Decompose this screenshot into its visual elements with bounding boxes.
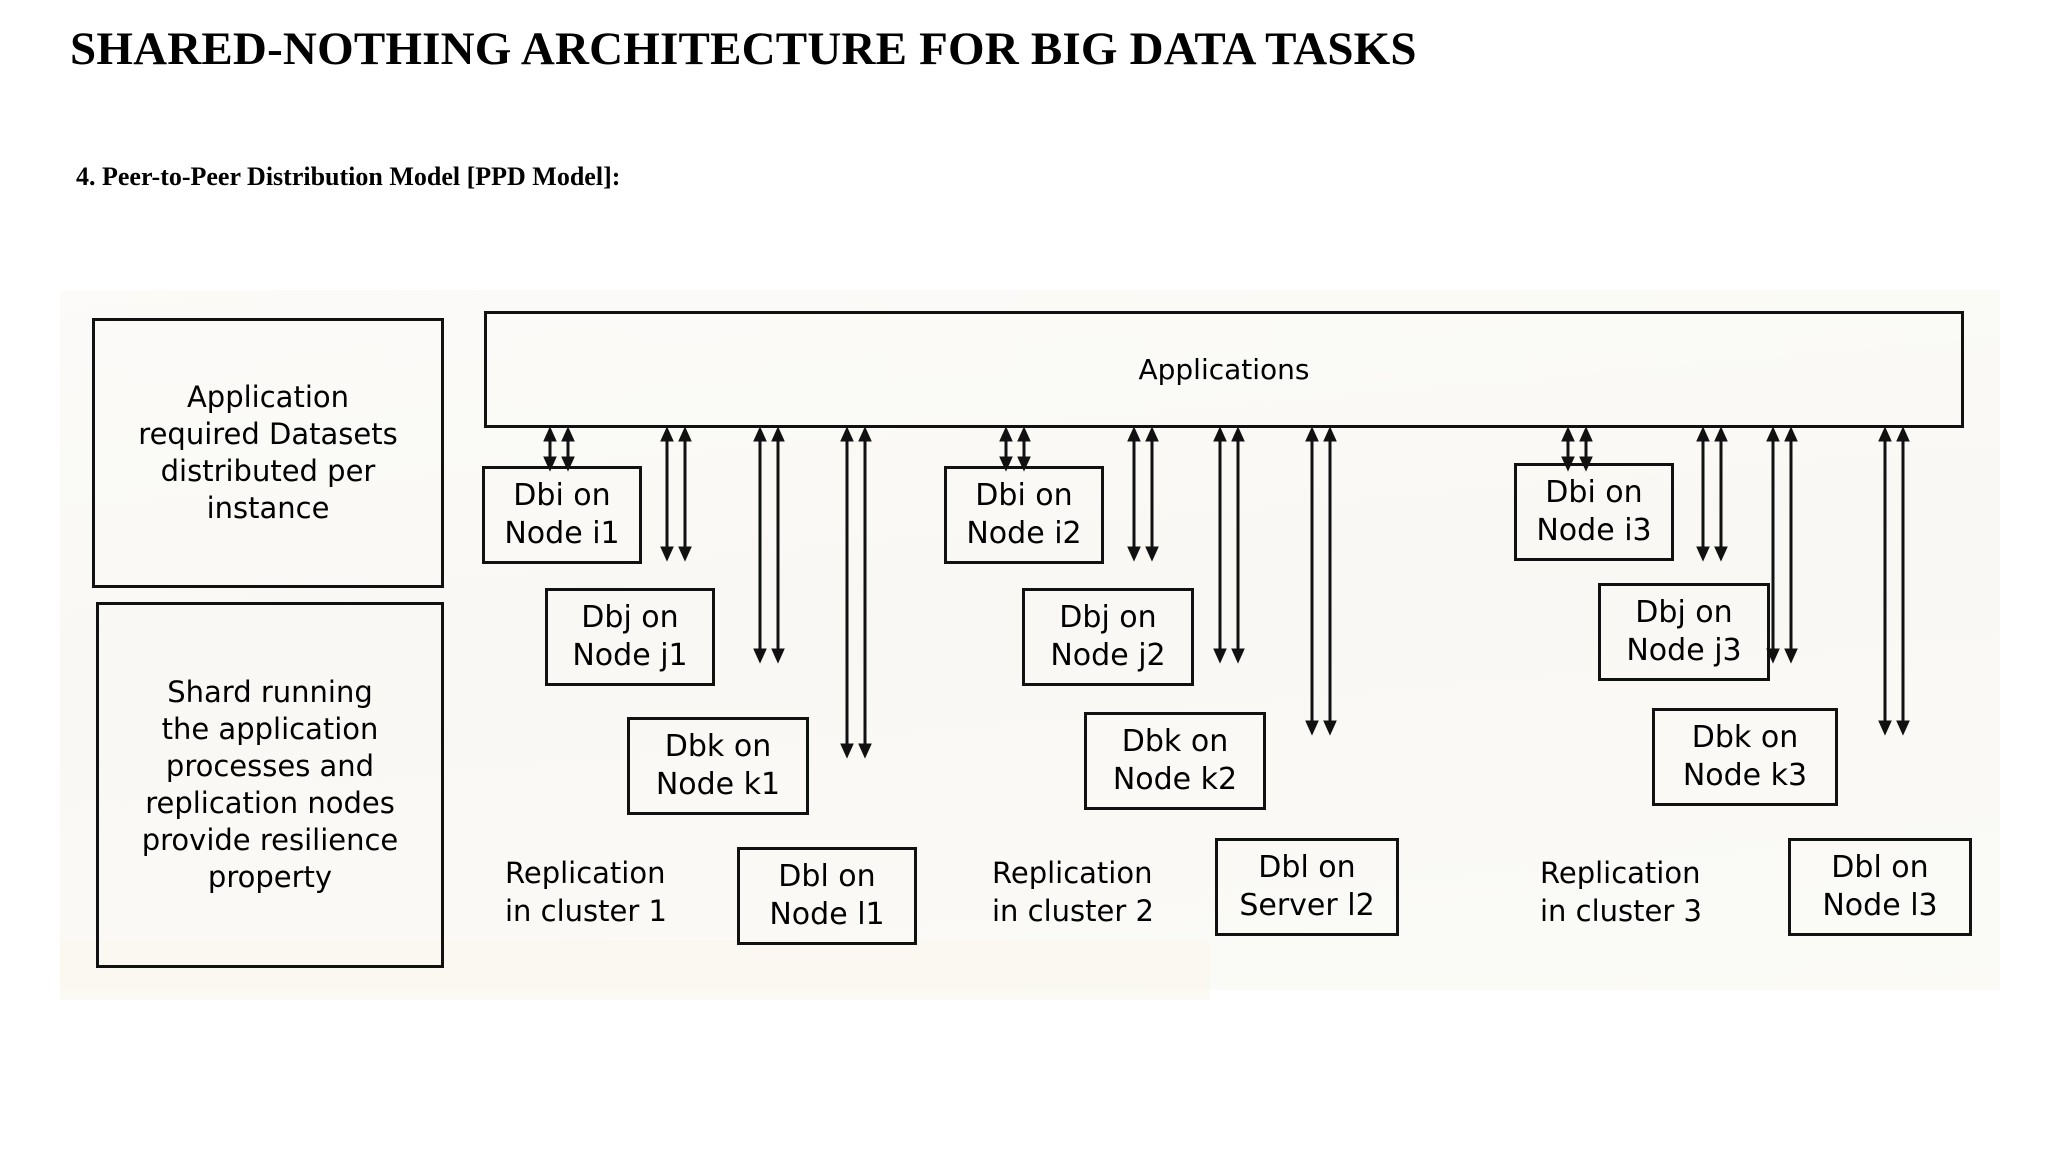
legend-line: replication nodes <box>145 786 395 820</box>
node-box-dbj-node-j2: Dbj on Node j2 <box>1022 588 1194 686</box>
arrow-pair-c2-node-i2 <box>999 426 1033 472</box>
legend-box-shard-resilience: Shard running the application processes … <box>96 602 444 968</box>
node-box-line1: Dbl on <box>1258 849 1356 885</box>
legend-line: required Datasets <box>138 416 398 451</box>
node-box-line2: Node j1 <box>572 638 688 673</box>
node-box-line2: Node k1 <box>655 767 781 802</box>
legend-line: instance <box>206 491 330 526</box>
arrow-pair-c1-node-k1 <box>753 426 787 664</box>
node-box-dbi-node-i2: Dbi on Node i2 <box>944 466 1104 564</box>
node-box-line1: Dbk on <box>1121 723 1229 759</box>
arrow-pair-c2-node-l2 <box>1305 426 1339 736</box>
node-box-line2: Node l3 <box>1822 888 1938 923</box>
node-box-line2: Node i3 <box>1536 513 1652 548</box>
legend-line: processes and <box>165 748 375 783</box>
node-box-line2: Node j2 <box>1050 638 1166 673</box>
arrow-pair-c1-node-l1 <box>840 426 874 759</box>
node-box-line1: Dbi on <box>1545 474 1643 510</box>
node-box-line2: Node k3 <box>1682 758 1808 793</box>
node-box-dbi-node-i3: Dbi on Node i3 <box>1514 463 1674 561</box>
arrow-pair-c3-node-k3 <box>1766 426 1800 664</box>
node-box-line1: Dbi on <box>513 477 611 513</box>
node-box-line1: Dbj on <box>581 599 679 635</box>
arrow-pair-c1-node-i1 <box>543 426 577 472</box>
node-box-dbl-server-l2: Dbl on Server l2 <box>1215 838 1399 936</box>
node-box-dbl-node-l3: Dbl on Node l3 <box>1788 838 1972 936</box>
section-subtitle: 4. Peer-to-Peer Distribution Model [PPD … <box>76 162 621 191</box>
node-box-line1: Dbj on <box>1059 599 1157 635</box>
node-box-line1: Dbi on <box>975 477 1073 513</box>
legend-line: property <box>207 860 333 895</box>
node-box-dbk-node-k3: Dbk on Node k3 <box>1652 708 1838 806</box>
cluster-label-1: Replication in cluster 1 <box>505 855 667 930</box>
cluster-label-2: Replication in cluster 2 <box>992 855 1154 930</box>
arrow-pair-c3-node-j3 <box>1696 426 1730 562</box>
arrow-pair-c1-node-j1 <box>660 426 694 562</box>
node-box-dbj-node-j3: Dbj on Node j3 <box>1598 583 1770 681</box>
node-box-line2: Node k2 <box>1112 762 1238 797</box>
applications-bar: Applications <box>484 311 1964 428</box>
cluster-label-line: in cluster 3 <box>1540 893 1702 928</box>
legend-line: Application <box>186 379 350 414</box>
cluster-label-3: Replication in cluster 3 <box>1540 855 1702 930</box>
legend-line: Shard running <box>167 674 373 709</box>
arrow-pair-c2-node-j2 <box>1127 426 1161 562</box>
legend-line: the application <box>161 711 379 746</box>
arrow-pair-c3-node-l3 <box>1878 426 1912 736</box>
legend-line: provide resilience <box>141 823 399 858</box>
node-box-dbj-node-j1: Dbj on Node j1 <box>545 588 715 686</box>
cluster-label-line: Replication <box>992 856 1153 890</box>
node-box-dbk-node-k1: Dbk on Node k1 <box>627 717 809 815</box>
node-box-line2: Server l2 <box>1239 888 1375 923</box>
node-box-line2: Node l1 <box>769 897 885 932</box>
page-title: SHARED-NOTHING ARCHITECTURE FOR BIG DATA… <box>70 23 1417 75</box>
node-box-line1: Dbj on <box>1635 594 1733 630</box>
node-box-line1: Dbk on <box>664 728 772 764</box>
scan-paper-tint <box>60 290 2000 990</box>
node-box-line1: Dbl on <box>1831 849 1929 885</box>
legend-box-application-datasets: Application required Datasets distribute… <box>92 318 444 588</box>
node-box-line1: Dbk on <box>1691 719 1799 755</box>
node-box-line2: Node j3 <box>1626 633 1742 668</box>
node-box-dbi-node-i1: Dbi on Node i1 <box>482 466 642 564</box>
node-box-dbk-node-k2: Dbk on Node k2 <box>1084 712 1266 810</box>
scan-paper-tint-lower <box>60 940 1210 1000</box>
node-box-line2: Node i1 <box>504 516 620 551</box>
cluster-label-line: in cluster 1 <box>505 893 667 928</box>
applications-bar-label: Applications <box>1138 353 1310 386</box>
node-box-line2: Node i2 <box>966 516 1082 551</box>
node-box-dbl-node-l1: Dbl on Node l1 <box>737 847 917 945</box>
cluster-label-line: Replication <box>1540 856 1701 890</box>
cluster-label-line: in cluster 2 <box>992 893 1154 928</box>
arrow-pair-c2-node-k2 <box>1213 426 1247 664</box>
node-box-line1: Dbl on <box>778 858 876 894</box>
legend-line: distributed per <box>160 454 376 488</box>
cluster-label-line: Replication <box>505 856 666 890</box>
